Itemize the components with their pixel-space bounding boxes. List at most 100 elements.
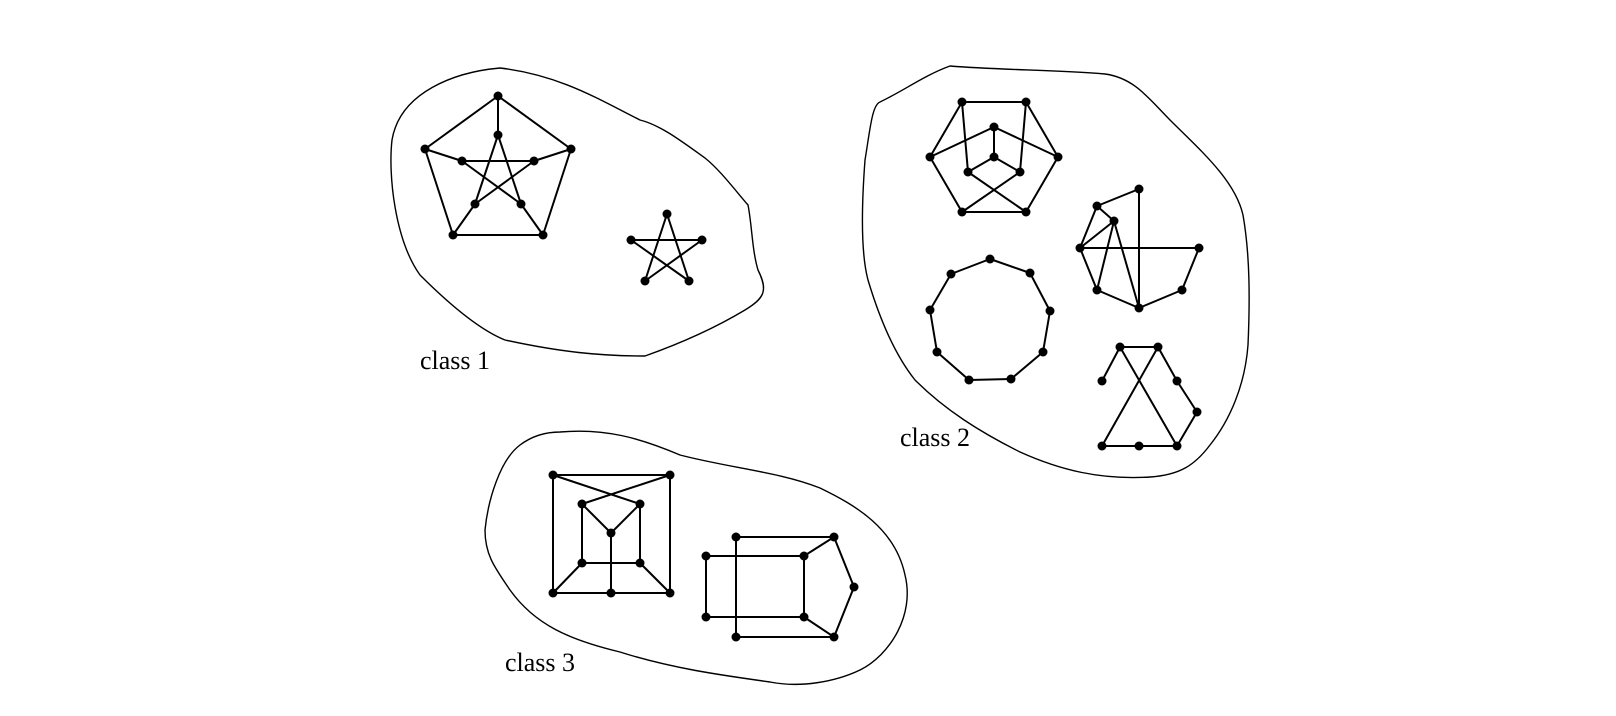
graph-node <box>1109 216 1119 226</box>
graph-node <box>684 276 694 286</box>
nine-cycle-nodes <box>925 254 1055 385</box>
graph-node <box>799 551 809 561</box>
graph-node <box>1115 342 1125 352</box>
crossed-graph <box>1097 342 1202 451</box>
graph-node <box>1134 303 1144 313</box>
graph-node <box>1092 285 1102 295</box>
overlapping-rectangles-nodes <box>701 532 859 642</box>
graph-node <box>985 254 995 264</box>
nested-square-graph <box>548 470 675 598</box>
graph-node <box>470 199 480 209</box>
graph-node <box>1097 441 1107 451</box>
petersen-edges <box>424 95 572 236</box>
pentagram-graph <box>626 209 707 286</box>
graph-node <box>989 122 999 132</box>
graph-node <box>1134 184 1144 194</box>
class-3-label: class 3 <box>505 648 576 677</box>
graph-node <box>946 269 956 279</box>
graph-node <box>925 305 935 315</box>
irregular-graph <box>1075 184 1204 313</box>
graph-node <box>964 375 974 385</box>
graph-node <box>516 199 526 209</box>
crossed-graph-nodes <box>1097 342 1202 451</box>
class-2-region <box>861 65 1250 479</box>
graph-node <box>1192 407 1202 417</box>
graph-node <box>420 144 430 154</box>
graph-node <box>1025 268 1035 278</box>
nested-square-nodes <box>548 470 675 598</box>
graph-node <box>665 588 675 598</box>
graph-node <box>731 532 741 542</box>
petersen-graph <box>420 91 576 240</box>
class-1-label: class 1 <box>420 346 491 375</box>
graph-node <box>606 588 616 598</box>
crossed-graph-edges <box>1101 346 1198 447</box>
graph-node <box>1134 441 1144 451</box>
graph-node <box>1021 207 1031 217</box>
graph-node <box>701 551 711 561</box>
pentagram-nodes <box>626 209 707 286</box>
graph-node <box>1045 306 1055 316</box>
graph-node <box>665 470 675 480</box>
class-1-region <box>390 67 765 357</box>
nested-square-edges <box>552 474 671 594</box>
graph-node <box>932 347 942 357</box>
graph-node <box>493 130 503 140</box>
graph-node <box>957 97 967 107</box>
graph-node <box>957 207 967 217</box>
class-2-label: class 2 <box>900 423 971 452</box>
irregular-graph-nodes <box>1075 184 1204 313</box>
graph-node <box>640 276 650 286</box>
graph-node <box>799 612 809 622</box>
hexagon-cubic-edges <box>929 101 1059 213</box>
graph-node <box>448 230 458 240</box>
graph-node <box>1015 167 1025 177</box>
graph-node <box>1172 441 1182 451</box>
graph-node <box>1038 347 1048 357</box>
graph-node <box>548 588 558 598</box>
graph-node <box>849 582 859 592</box>
class-3-boundary <box>484 430 908 686</box>
nine-cycle-graph <box>925 254 1055 385</box>
graph-node <box>701 612 711 622</box>
graph-node <box>829 632 839 642</box>
graph-node <box>1194 243 1204 253</box>
graph-node <box>538 230 548 240</box>
graph-node <box>548 470 558 480</box>
graph-node <box>1153 342 1163 352</box>
graph-node <box>457 156 467 166</box>
hexagon-cubic-graph <box>925 97 1063 217</box>
class-2-boundary <box>861 65 1250 479</box>
graph-node <box>493 91 503 101</box>
graph-node <box>577 499 587 509</box>
graph-node <box>566 144 576 154</box>
irregular-graph-edges <box>1079 188 1200 309</box>
graph-node <box>1092 201 1102 211</box>
graph-node <box>662 209 672 219</box>
graph-node <box>635 499 645 509</box>
overlapping-rectangles-edges <box>705 536 855 638</box>
petersen-nodes <box>420 91 576 240</box>
graph-node <box>577 558 587 568</box>
graph-node <box>1097 376 1107 386</box>
nine-cycle-edges <box>929 258 1051 381</box>
graph-node <box>626 235 636 245</box>
graph-node <box>635 558 645 568</box>
graph-node <box>731 632 741 642</box>
graph-node <box>925 152 935 162</box>
graph-node <box>1006 374 1016 384</box>
graph-node <box>1021 97 1031 107</box>
graph-node <box>829 532 839 542</box>
graph-node <box>529 156 539 166</box>
class-3-region <box>484 430 908 686</box>
graph-node <box>989 152 999 162</box>
graph-node <box>1053 152 1063 162</box>
graph-node <box>1075 243 1085 253</box>
graph-node <box>606 528 616 538</box>
class-1-boundary <box>390 67 765 357</box>
overlapping-rectangles-graph <box>701 532 859 642</box>
graph-node <box>1177 285 1187 295</box>
graph-node <box>697 235 707 245</box>
graph-node <box>1172 376 1182 386</box>
